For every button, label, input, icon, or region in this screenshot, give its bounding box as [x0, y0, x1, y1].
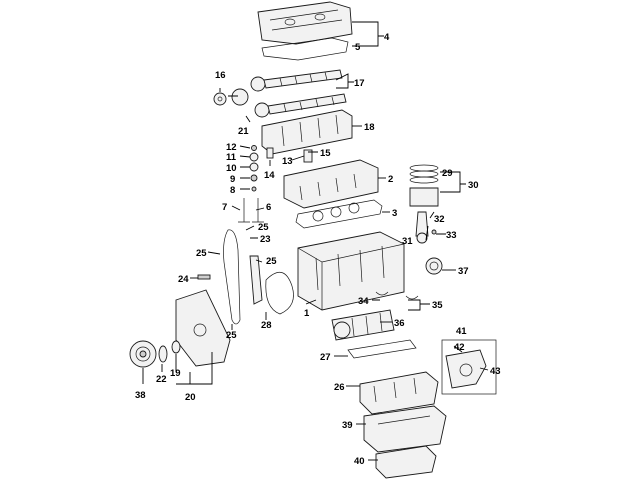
exhaust-camshaft	[231, 88, 347, 118]
callout-31: 31	[402, 236, 413, 247]
drive-belt	[265, 272, 294, 315]
callout-20: 20	[185, 392, 196, 403]
lower-oil-pan	[375, 445, 437, 479]
cylinder-head	[283, 159, 379, 209]
leader-lines	[142, 21, 489, 461]
valves	[238, 198, 264, 223]
callout-37: 37	[458, 266, 469, 277]
main-bearings	[375, 291, 419, 300]
callout-23: 23	[260, 234, 271, 245]
callout-25-b: 25	[196, 248, 207, 259]
callout-25-c: 25	[266, 256, 277, 267]
callout-8: 8	[230, 185, 235, 196]
callout-33: 33	[446, 230, 457, 241]
callout-17: 17	[354, 78, 365, 89]
chain-guide	[249, 255, 263, 305]
valve-cover-gasket	[261, 37, 349, 61]
engine-block	[297, 231, 405, 311]
small-hardware-stack	[249, 145, 313, 192]
callout-14: 14	[264, 170, 275, 181]
callout-1: 1	[304, 308, 310, 319]
timing-cover	[175, 289, 231, 367]
callout-36: 36	[394, 318, 405, 329]
crankshaft	[331, 309, 395, 341]
callout-6: 6	[266, 202, 271, 213]
callout-7: 7	[222, 202, 227, 213]
callout-30: 30	[468, 180, 479, 191]
connecting-rod	[415, 211, 437, 244]
callout-26: 26	[334, 382, 345, 393]
callout-18: 18	[364, 122, 375, 133]
callout-43: 43	[490, 366, 501, 377]
callout-27: 27	[320, 352, 331, 363]
callout-42: 42	[454, 342, 465, 353]
callout-15: 15	[320, 148, 331, 159]
callout-39: 39	[342, 420, 353, 431]
balance-shaft-assembly	[359, 371, 439, 415]
callout-13: 13	[282, 156, 293, 167]
callout-22: 22	[156, 374, 167, 385]
callout-34: 34	[358, 296, 369, 307]
callout-25-a: 25	[258, 222, 269, 233]
seal-19	[171, 340, 181, 354]
callout-9: 9	[230, 174, 235, 185]
front-seal	[158, 345, 168, 363]
callout-3: 3	[392, 208, 397, 219]
callout-28: 28	[261, 320, 272, 331]
valve-cover	[257, 1, 353, 45]
rear-main-seal	[425, 257, 443, 275]
callout-25-d: 25	[226, 330, 237, 341]
callout-5: 5	[355, 42, 361, 53]
camshaft-sprocket-16	[213, 92, 227, 106]
crankshaft-pulley	[129, 340, 157, 368]
piston-rings	[409, 164, 439, 207]
callout-12: 12	[226, 142, 237, 153]
timing-chain	[223, 229, 241, 325]
callout-19: 19	[170, 368, 181, 379]
callout-21: 21	[238, 126, 249, 137]
callout-40: 40	[354, 456, 365, 467]
callout-35: 35	[432, 300, 443, 311]
bolt-24	[197, 274, 211, 280]
oil-pump-cover	[441, 339, 497, 395]
callout-labels: 4 5 16 17 21 18 12 11 10 9 8 14 13 15 2 …	[135, 32, 501, 467]
intake-camshaft	[250, 69, 343, 92]
callout-10: 10	[226, 163, 237, 174]
head-gasket	[295, 199, 383, 229]
callout-29: 29	[442, 168, 453, 179]
callout-4: 4	[384, 32, 390, 43]
camshaft-carrier	[261, 109, 353, 155]
callout-32: 32	[434, 214, 445, 225]
callout-41: 41	[456, 326, 467, 337]
callout-16: 16	[215, 70, 226, 81]
callout-2: 2	[388, 174, 393, 185]
callout-11: 11	[226, 152, 237, 163]
upper-oil-pan	[363, 405, 447, 453]
oil-pan-gasket	[347, 339, 417, 359]
callout-24: 24	[178, 274, 189, 285]
callout-38: 38	[135, 390, 146, 401]
